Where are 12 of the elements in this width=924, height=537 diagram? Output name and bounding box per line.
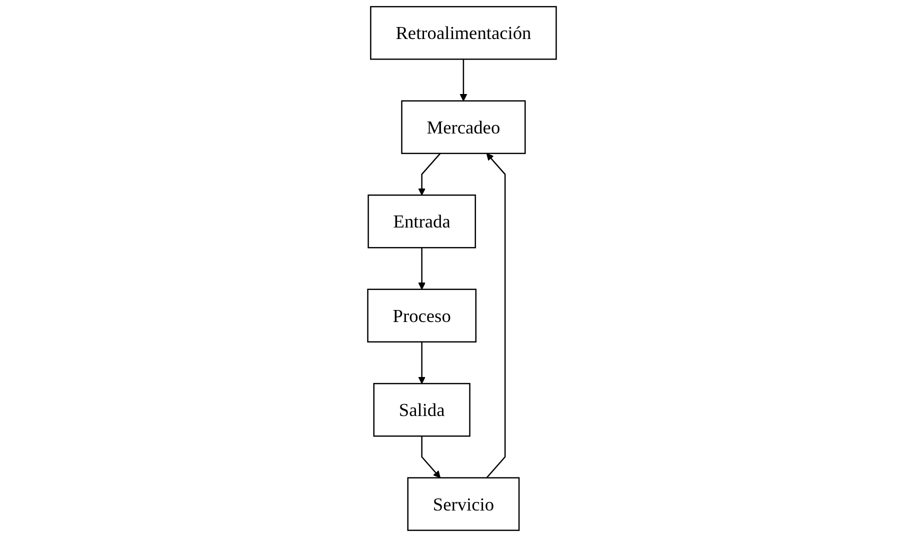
arrow	[418, 248, 426, 290]
arrow	[421, 436, 441, 478]
arrow	[460, 59, 468, 102]
arrow	[418, 342, 426, 384]
node-box: Mercadeo	[401, 100, 526, 154]
arrow	[486, 153, 506, 478]
node-box: Salida	[373, 382, 470, 437]
node-box: Entrada	[368, 194, 476, 248]
node-box: Retroalimentación	[370, 6, 557, 60]
arrow	[418, 153, 441, 196]
node-box: Proceso	[367, 288, 476, 342]
node-box: Servicio	[407, 477, 520, 531]
